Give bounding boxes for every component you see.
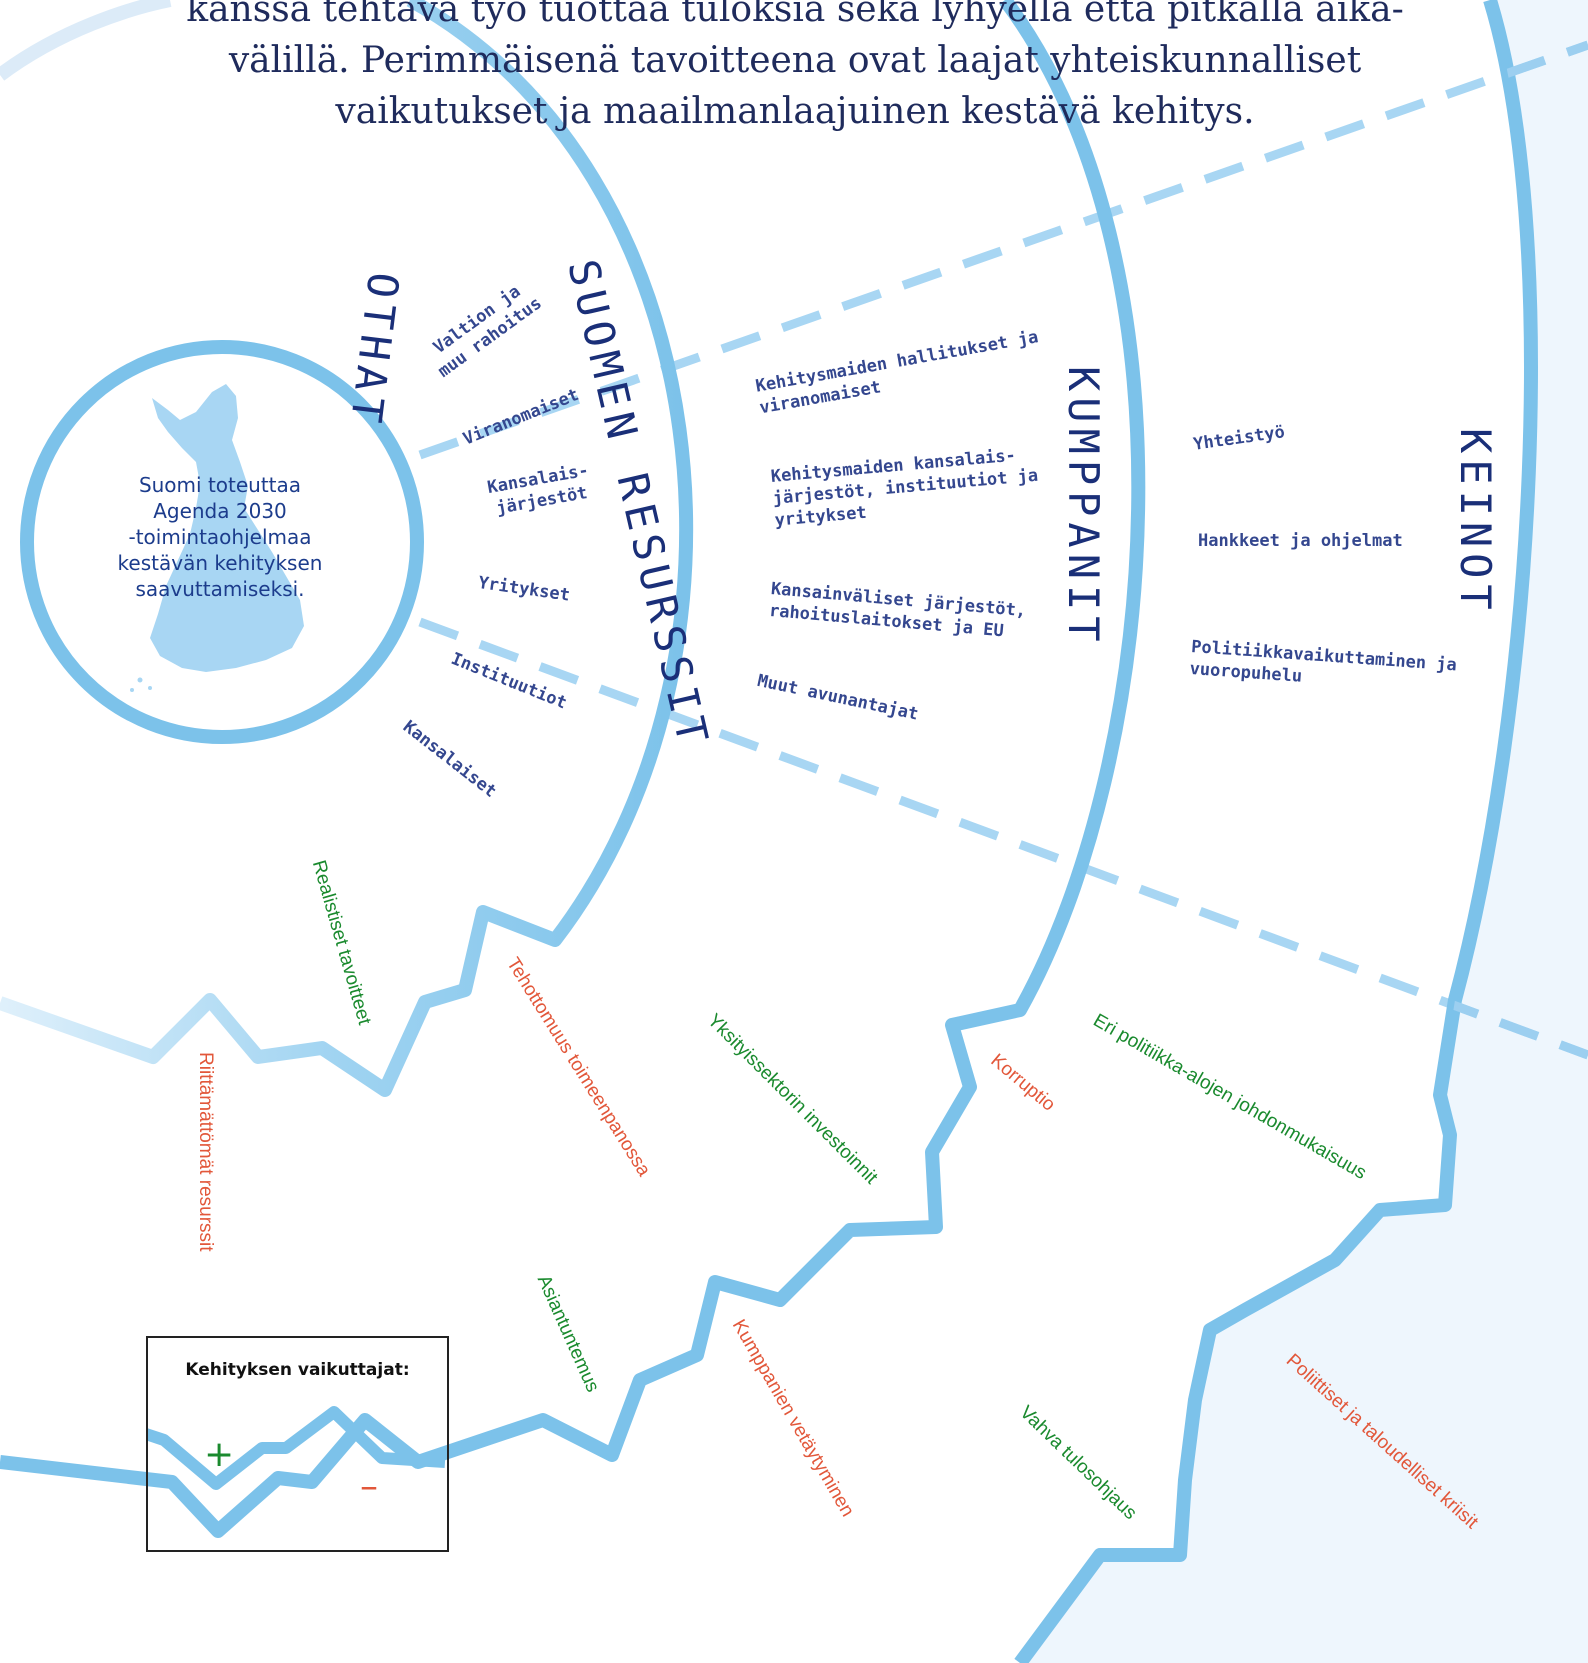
center-line: Agenda 2030	[153, 499, 287, 523]
legend-negative-symbol: –	[360, 1466, 378, 1507]
intro-line: kanssa tehtävä työ tuottaa tuloksia sekä…	[186, 0, 1404, 30]
keinot-ring	[1014, 0, 1538, 1663]
dashed-line-lower	[418, 617, 1588, 1060]
negative-driver-label: Riittämättömät resurssit	[195, 1052, 216, 1252]
dashed-radial-lines	[418, 40, 1588, 1060]
dashed-line-upper	[418, 40, 1588, 460]
intro-line: vaikutukset ja maailmanlaajuinen kestävä…	[335, 91, 1255, 132]
legend-title: Kehityksen vaikuttajat:	[185, 1360, 410, 1380]
intro-line: välillä. Perimmäisenä tavoitteena ovat l…	[228, 40, 1362, 81]
legend-box: Kehityksen vaikuttajat: + –	[146, 1336, 449, 1552]
finland-map-icon	[150, 384, 304, 672]
outer-region-background	[1020, 0, 1588, 1663]
intro-paragraph: kanssa tehtävä työ tuottaa tuloksia sekä…	[120, 0, 1470, 137]
center-line: Suomi toteuttaa	[138, 473, 302, 497]
center-line: saavuttamiseksi.	[135, 577, 305, 601]
legend-positive-symbol: +	[204, 1434, 235, 1475]
legend-gear-line-icon	[148, 1406, 446, 1490]
suomen-resurssit-ring	[0, 0, 694, 1097]
ring-title-keinot: KEINOT	[1451, 428, 1500, 616]
kumppanit-ring	[0, 0, 1146, 1538]
ring-title-kumppanit: KUMPPANIT	[1059, 366, 1108, 648]
center-statement: Suomi toteuttaa Agenda 2030 -toimintaohj…	[105, 472, 335, 602]
center-line: kestävän kehityksen	[117, 551, 323, 575]
center-line: -toimintaohjelmaa	[128, 525, 312, 549]
top-left-faint-arc	[0, 0, 172, 81]
means-label: Hankkeet ja ohjelmat	[1198, 531, 1403, 551]
